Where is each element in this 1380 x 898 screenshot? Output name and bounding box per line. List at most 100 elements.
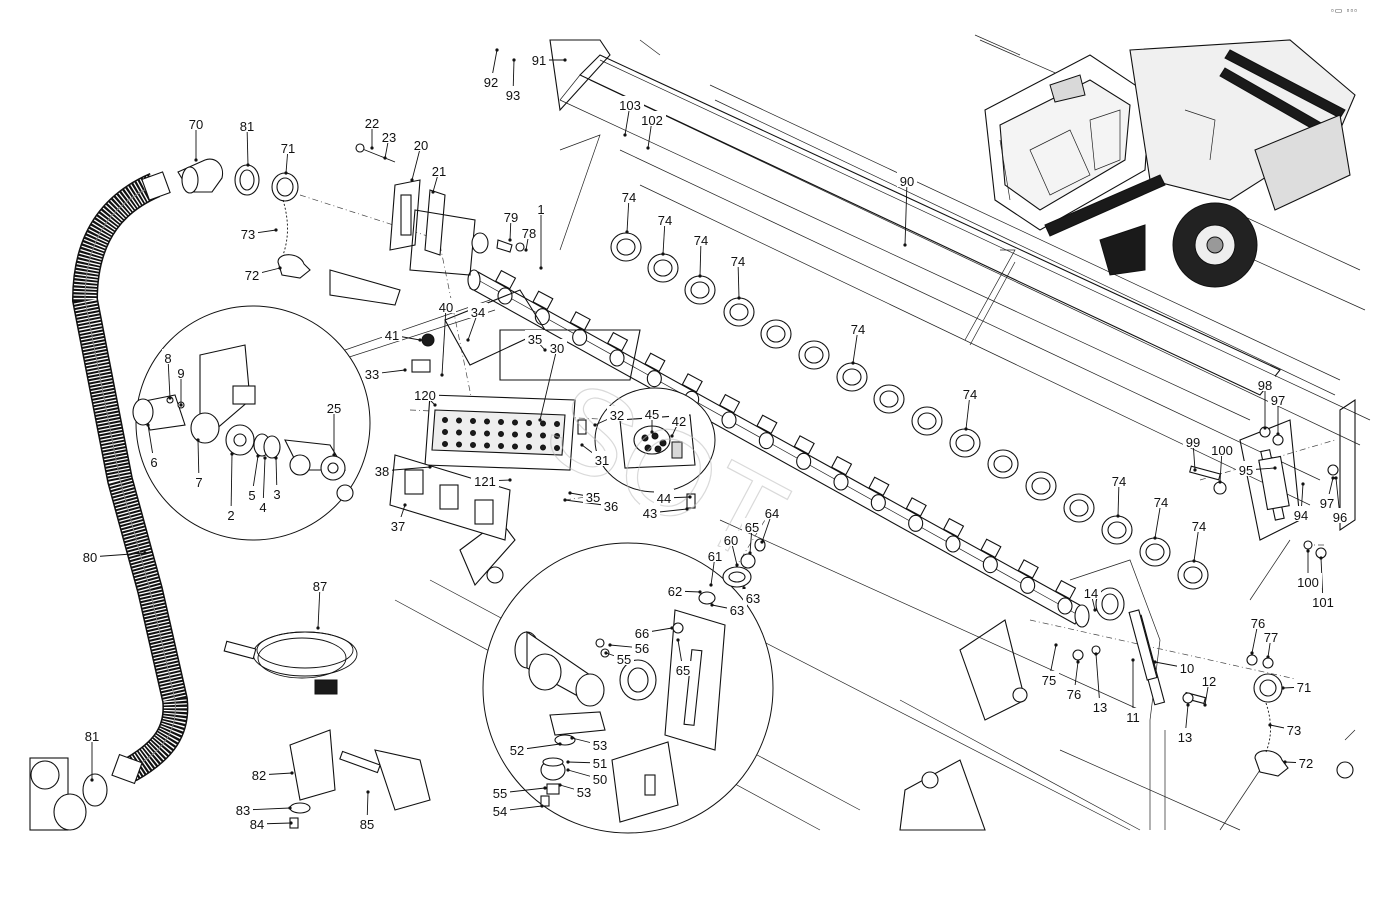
part-callout-66: 66 <box>635 626 649 641</box>
nozzle-body <box>644 352 666 373</box>
callout-label-bg <box>574 783 594 798</box>
callout-label-bg <box>590 754 610 769</box>
part-callout-45: 45 <box>645 407 659 422</box>
part-callout-62: 62 <box>668 584 682 599</box>
part-callout-94: 94 <box>1294 508 1308 523</box>
part-callout-91: 91 <box>532 53 546 68</box>
part-callout-87: 87 <box>313 579 327 594</box>
leader-dot <box>288 806 292 810</box>
callout-label-bg <box>436 298 456 313</box>
leader-dot <box>403 368 407 372</box>
manifold-hole <box>554 433 560 439</box>
callout-label-bg <box>278 139 298 154</box>
part-callout-72b: 72 <box>1299 756 1313 771</box>
callout-label-bg <box>1208 441 1236 456</box>
manifold-hole <box>484 418 490 425</box>
callout-label-bg <box>614 650 634 665</box>
part-callout-41: 41 <box>385 328 399 343</box>
leader-line <box>539 347 558 421</box>
nozzle-body <box>532 290 554 311</box>
callout-label-bg <box>590 736 610 751</box>
part-callout-54: 54 <box>493 804 507 819</box>
part-callout-33: 33 <box>365 367 379 382</box>
callout-label-bg <box>357 815 377 830</box>
part-callout-74i: 74 <box>1192 519 1206 534</box>
part-callout-79: 79 <box>504 210 518 225</box>
leader-dot <box>1273 466 1277 470</box>
part-callout-40: 40 <box>439 300 453 315</box>
leader-dot <box>903 243 907 247</box>
part-callout-98: 98 <box>1258 378 1272 393</box>
callout-label-bg <box>742 518 762 533</box>
leader-dot <box>685 507 689 511</box>
leader-dot <box>512 58 516 62</box>
part-callout-74b: 74 <box>658 213 672 228</box>
leader-dot <box>1054 643 1058 647</box>
seal-ring <box>647 253 679 283</box>
leader-dot <box>1334 476 1338 480</box>
manifold-hole <box>526 432 532 438</box>
leader-dot <box>196 438 200 442</box>
part-callout-93: 93 <box>506 88 520 103</box>
part-callout-95: 95 <box>1239 463 1253 478</box>
leader-dot <box>168 396 172 400</box>
callout-label-bg <box>654 489 674 504</box>
manifold-hole <box>484 430 490 437</box>
leader-dot <box>418 338 422 342</box>
callout-label-bg <box>429 162 449 177</box>
leader-dot <box>670 434 674 438</box>
leader-line <box>167 357 171 399</box>
nozzle-body <box>1017 559 1039 579</box>
nozzle-cap <box>908 514 924 532</box>
leader-dot <box>563 58 567 62</box>
leader-dot <box>570 736 574 740</box>
manifold-hole <box>498 419 504 425</box>
part-callout-90: 90 <box>900 174 914 189</box>
part-callout-61: 61 <box>708 549 722 564</box>
callout-label-bg <box>271 485 283 500</box>
leader-dot <box>1116 514 1120 518</box>
leader-dot <box>563 498 567 502</box>
part-callout-74g: 74 <box>1112 474 1126 489</box>
leader-line <box>230 453 233 516</box>
leader-dot <box>263 456 267 460</box>
part-callout-37: 37 <box>391 519 405 534</box>
callout-label-bg <box>632 624 652 639</box>
manifold-hole <box>470 442 476 448</box>
callout-label-bg <box>82 727 102 742</box>
callout-label-bg <box>616 96 644 111</box>
callout-label-bg <box>705 547 725 562</box>
callout-label-bg <box>960 385 980 400</box>
callout-label-bg <box>1090 698 1110 713</box>
leader-dot <box>440 373 444 377</box>
nozzle-body <box>569 311 591 331</box>
leader-dot <box>524 248 528 252</box>
nozzle-body <box>942 517 965 538</box>
callout-label-bg <box>362 365 382 380</box>
part-callout-74e: 74 <box>851 322 865 337</box>
nozzle-cap <box>646 370 662 388</box>
seal-ring <box>1177 560 1209 590</box>
callout-label-bg <box>249 766 269 781</box>
part-callout-51: 51 <box>593 756 607 771</box>
part-callout-13a: 13 <box>1093 700 1107 715</box>
callout-label-bg <box>237 117 257 132</box>
leader-dot <box>1131 658 1135 662</box>
callout-label-bg <box>601 497 621 512</box>
callout-label-bg <box>372 462 392 477</box>
callout-label-bg <box>246 486 258 501</box>
callout-label-bg <box>1330 508 1350 523</box>
leader-dot <box>566 760 570 764</box>
seal-ring <box>987 449 1019 479</box>
seal-ring <box>1101 515 1133 545</box>
part-callout-81b: 81 <box>85 729 99 744</box>
leader-dot <box>366 790 370 794</box>
leader-dot <box>1301 482 1305 486</box>
part-callout-102: 102 <box>641 113 663 128</box>
leader-dot <box>289 821 293 825</box>
manifold-hole <box>470 418 476 424</box>
callout-label-bg <box>1123 708 1143 723</box>
leader-dot <box>568 491 572 495</box>
leader-dot <box>670 626 674 630</box>
callout-label-bg <box>1039 671 1059 686</box>
